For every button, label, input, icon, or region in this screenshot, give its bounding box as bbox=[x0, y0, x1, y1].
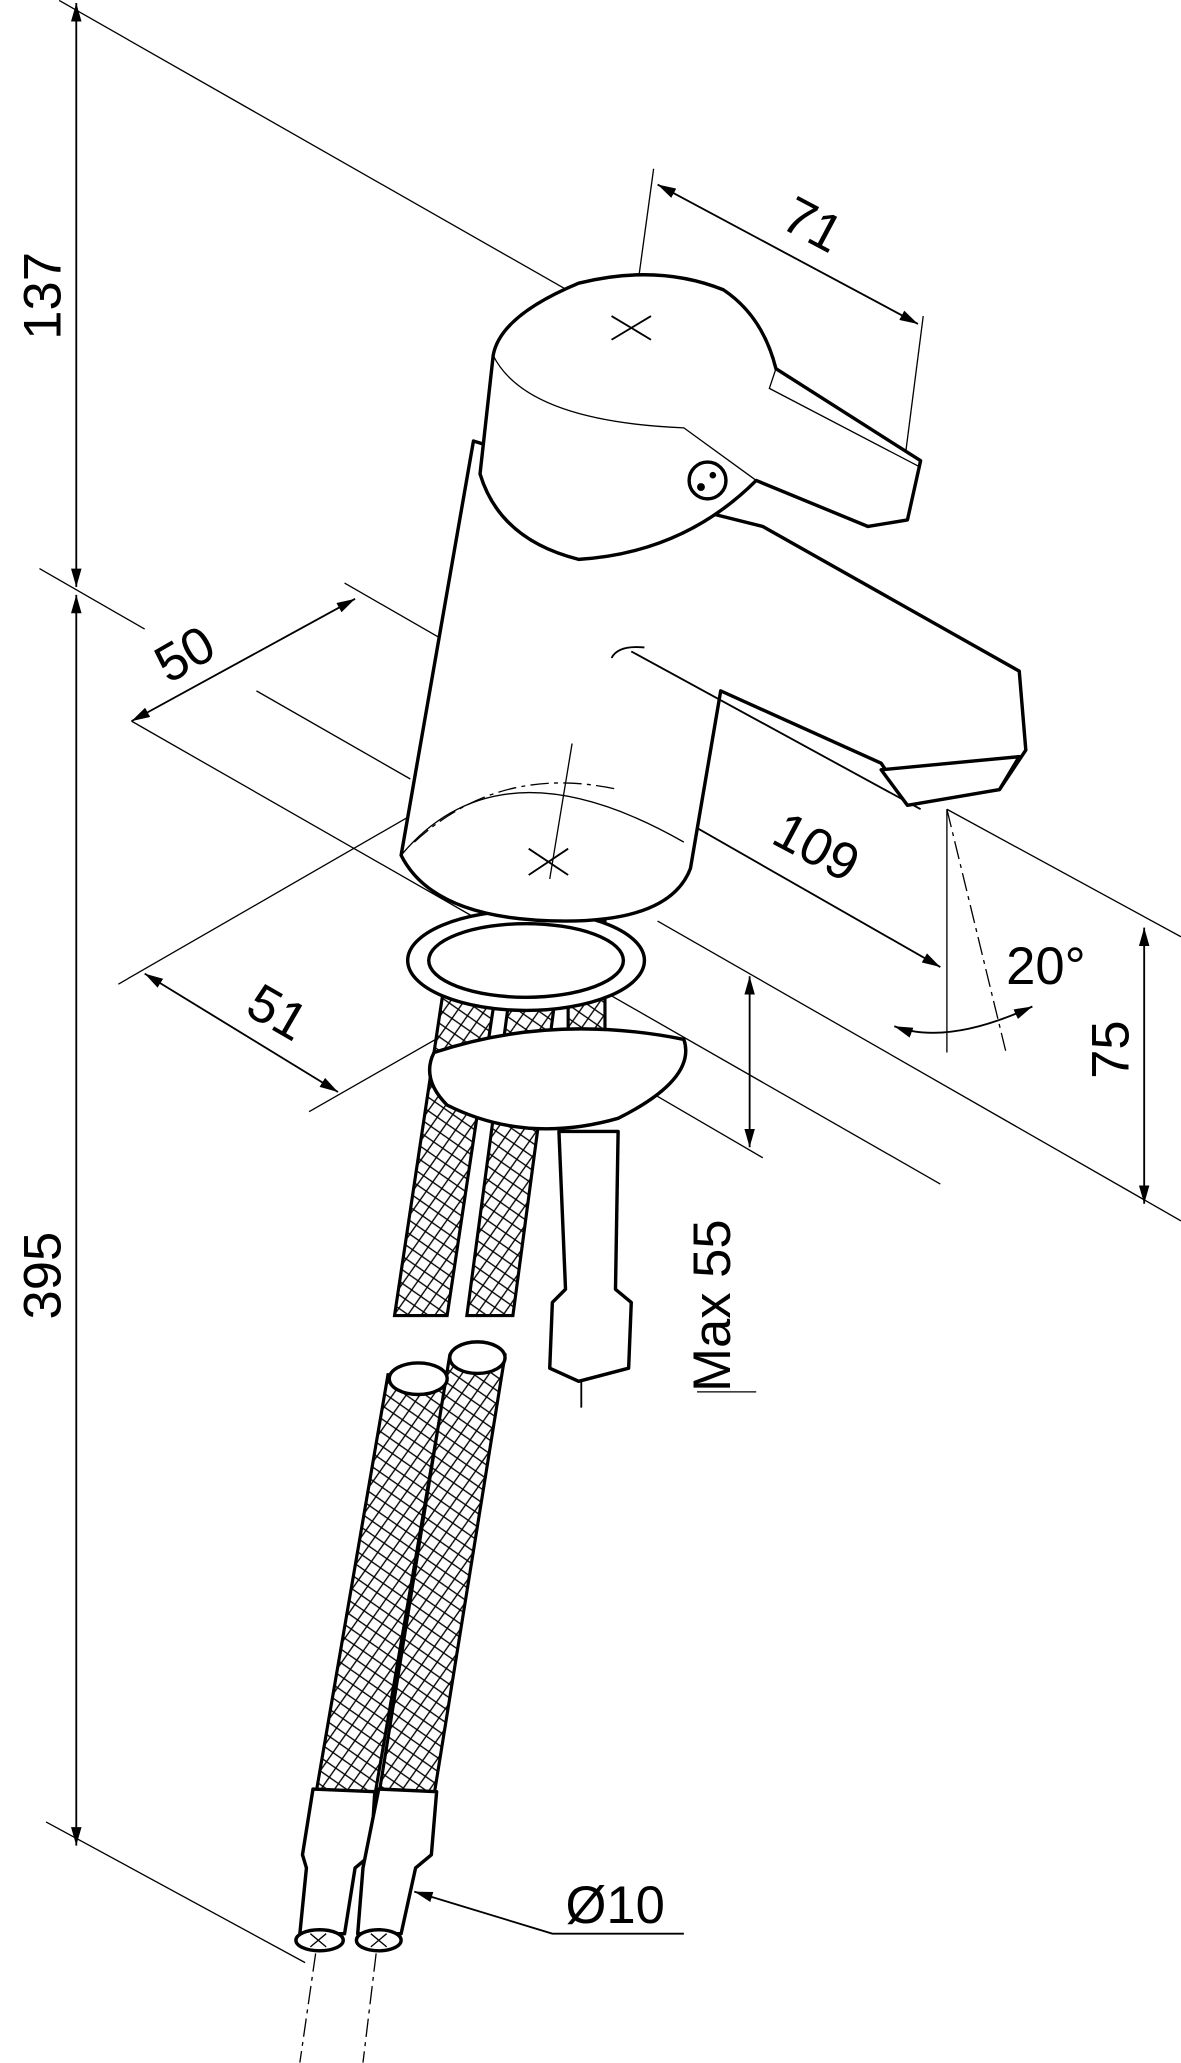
dim-395: 395 bbox=[13, 1232, 72, 1320]
dim-max-55: Max 55 bbox=[683, 1219, 742, 1391]
extension-lines bbox=[39, 0, 1181, 1964]
dim-75: 75 bbox=[1081, 1020, 1140, 1079]
dim-50: 50 bbox=[145, 614, 225, 694]
dim-51: 51 bbox=[237, 972, 317, 1052]
dim-20-deg: 20° bbox=[1006, 937, 1086, 996]
faucet-body bbox=[399, 273, 1028, 923]
dim-137: 137 bbox=[13, 252, 72, 340]
flexible-hoses bbox=[294, 1340, 507, 2063]
dim-109: 109 bbox=[764, 801, 869, 894]
mounting-plates bbox=[405, 908, 688, 1131]
dim-hose-diameter: Ø10 bbox=[566, 1876, 665, 1935]
